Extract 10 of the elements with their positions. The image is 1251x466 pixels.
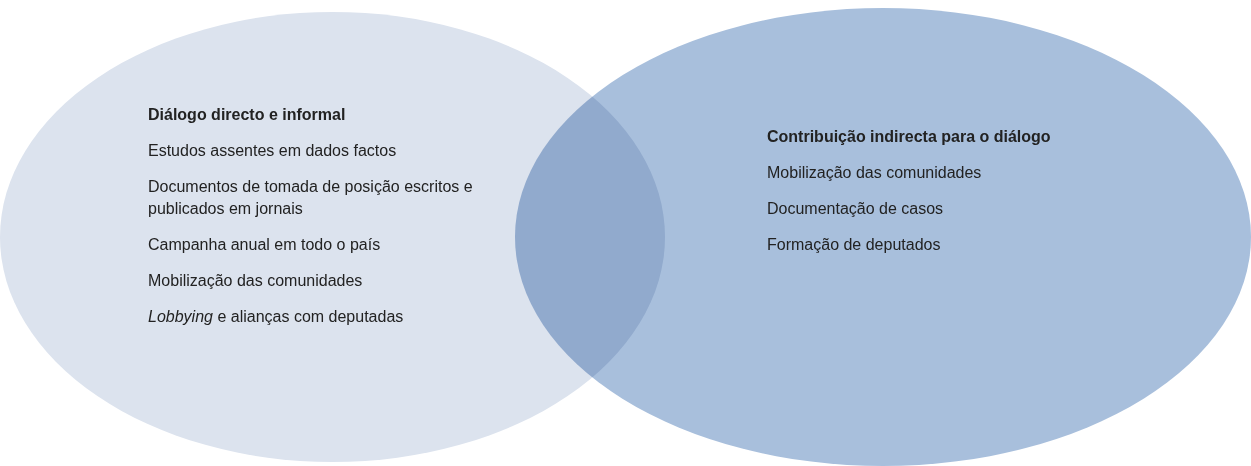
list-item: Lobbying e alianças com deputadas [148,307,405,327]
heading-text: Diálogo directo e informal [148,105,347,125]
list-item: Formação de deputados [767,235,942,255]
list-item: Mobilização das comunidades [148,271,364,291]
list-item: Campanha anual em todo o país [148,235,382,255]
list-item: Documentação de casos [767,199,945,219]
list-item: Documentos de tomada de posição escritos e publicados em jornais [148,177,474,219]
list-item: Estudos assentes em dados factos [148,141,398,161]
list-item: Mobilização das comunidades [767,163,983,183]
heading-text: Contribuição indirecta para o diálogo [767,127,1052,147]
